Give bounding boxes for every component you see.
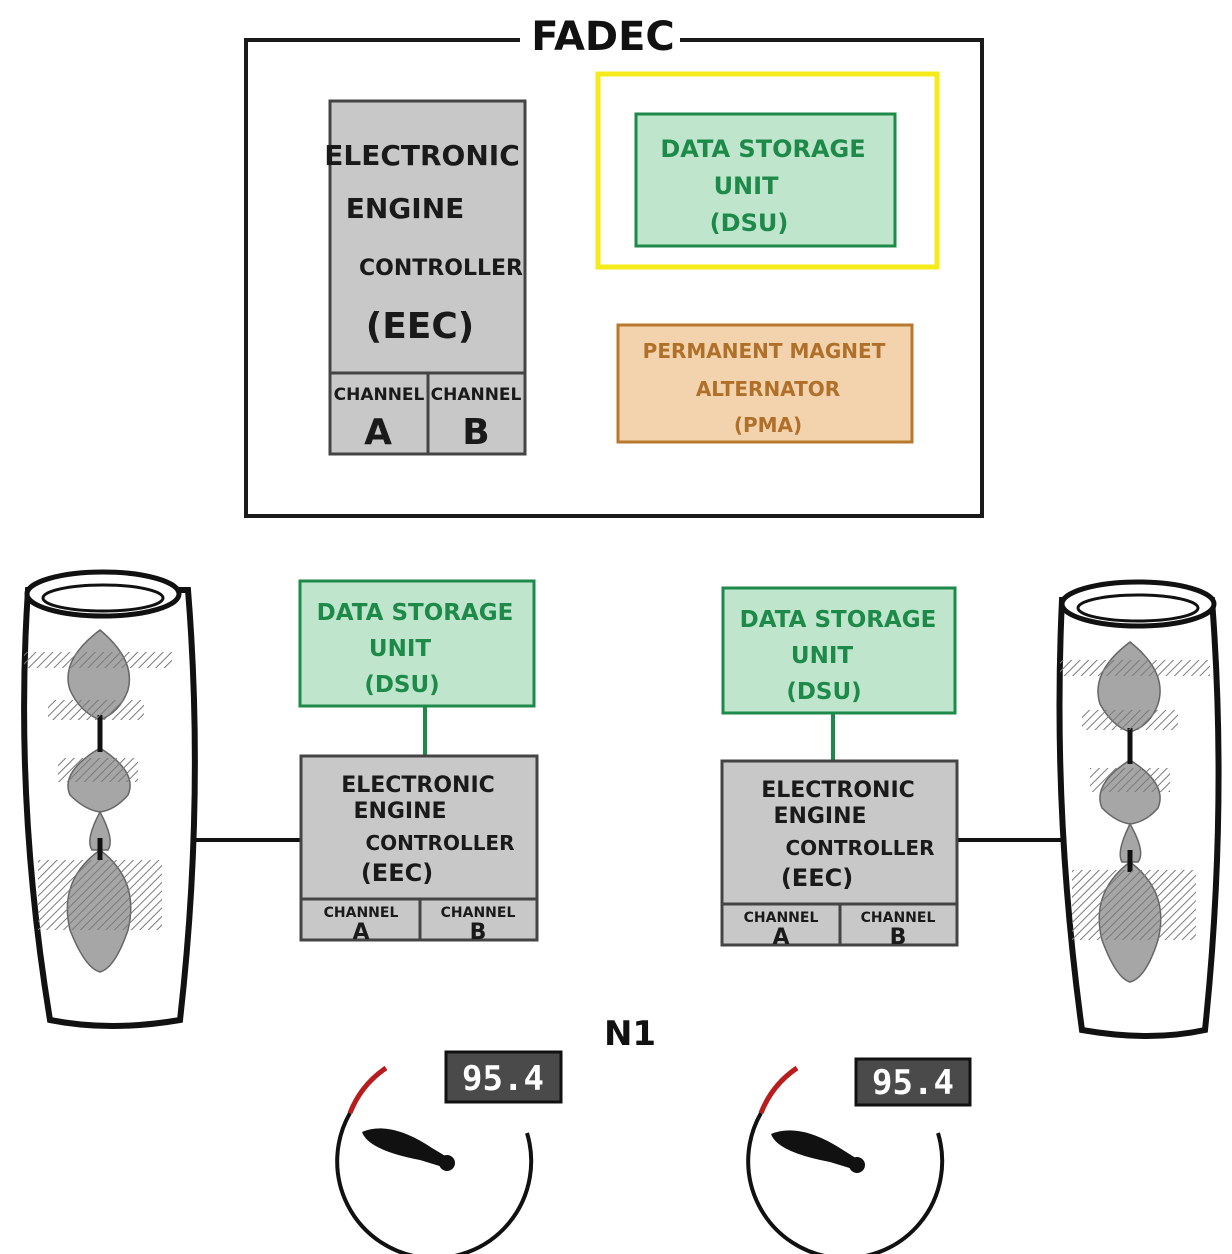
left-eec-line-4: (EEC) (361, 859, 433, 887)
pma-line-2: ALTERNATOR (696, 377, 840, 401)
right-engine-system: DATA STORAGE UNIT (DSU) ELECTRONIC ENGIN… (720, 586, 1062, 950)
fadec-dsu-line-2: UNIT (714, 172, 780, 200)
right-eec-line-2: ENGINE (773, 804, 866, 829)
left-gauge-readout-value: 95.4 (462, 1059, 544, 1099)
fadec-pma: PERMANENT MAGNET ALTERNATOR (PMA) (616, 323, 914, 444)
fadec-eec-channel-b-label: CHANNEL (431, 385, 522, 405)
left-eec-channel-a-label: CHANNEL (324, 905, 399, 921)
right-dsu-line-1: DATA STORAGE (740, 607, 937, 633)
left-eec-channel-a-letter: A (352, 920, 369, 945)
left-eec-line-3: CONTROLLER (365, 831, 514, 855)
fadec-eec-line-1: ELECTRONIC (324, 139, 520, 172)
right-eec-channel-b-label: CHANNEL (861, 910, 936, 926)
right-eec-channel-a-label: CHANNEL (744, 910, 819, 926)
fadec-box: FADEC (244, 14, 984, 518)
pma-line-1: PERMANENT MAGNET (643, 339, 886, 363)
right-gauge-readout-box (854, 1057, 972, 1107)
left-dsu-line-1: DATA STORAGE (317, 600, 514, 626)
right-dsu-box (721, 586, 957, 715)
right-gauge-dial (746, 1112, 945, 1254)
left-n1-gauge: 95.4 (335, 1050, 563, 1254)
fadec-dsu-line-1: DATA STORAGE (660, 135, 865, 163)
fadec-title: FADEC (531, 14, 675, 60)
dsu-highlight-frame (595, 71, 940, 270)
right-gauge-needle (771, 1130, 862, 1170)
right-dsu-line-2: UNIT (791, 643, 853, 669)
left-eec-line-1: ELECTRONIC (341, 773, 495, 798)
left-gauge-readout-box (444, 1050, 563, 1104)
right-eec-line-3: CONTROLLER (785, 836, 934, 860)
left-dsu-line-2: UNIT (369, 636, 431, 662)
left-dsu-box (298, 579, 536, 708)
right-dsu-line-3: (DSU) (786, 679, 861, 705)
right-eec-line-1: ELECTRONIC (761, 778, 915, 803)
right-gauge-redline (758, 1065, 799, 1114)
pma-line-3: (PMA) (734, 413, 802, 437)
right-eec-channel-b-letter: B (890, 925, 907, 950)
fadec-eec: ELECTRONIC ENGINE CONTROLLER (EEC) CHANN… (324, 99, 527, 456)
pma-box (616, 323, 914, 444)
fadec-dsu: DATA STORAGE UNIT (DSU) (595, 71, 940, 270)
right-engine-illustration (1056, 579, 1222, 1039)
fadec-eec-channel-b-letter: B (462, 412, 489, 453)
left-engine-system: DATA STORAGE UNIT (DSU) ELECTRONIC ENGIN… (196, 579, 539, 945)
left-eec-channel-b-letter: B (470, 920, 487, 945)
fadec-eec-line-4: (EEC) (366, 306, 475, 347)
fadec-eec-channel-a-label: CHANNEL (334, 385, 425, 405)
fadec-eec-line-2: ENGINE (346, 192, 465, 225)
fadec-dsu-line-3: (DSU) (710, 209, 789, 237)
left-gauge-redline (347, 1065, 388, 1114)
left-gauge-dial (335, 1112, 534, 1254)
fadec-eec-line-3: CONTROLLER (359, 256, 523, 281)
left-eec-line-2: ENGINE (353, 799, 446, 824)
fadec-dsu-box (634, 112, 897, 248)
right-gauge-readout-value: 95.4 (872, 1063, 954, 1103)
left-eec-channel-b-label: CHANNEL (441, 905, 516, 921)
left-dsu-line-3: (DSU) (364, 672, 439, 698)
left-gauge-needle (362, 1128, 452, 1168)
right-n1-gauge: 95.4 (746, 1057, 972, 1254)
left-engine-illustration (21, 569, 198, 1029)
n1-label: N1 (604, 1014, 656, 1054)
right-eec-channel-a-letter: A (772, 925, 789, 950)
fadec-eec-channel-a-letter: A (364, 412, 392, 453)
right-eec-line-4: (EEC) (781, 864, 853, 892)
